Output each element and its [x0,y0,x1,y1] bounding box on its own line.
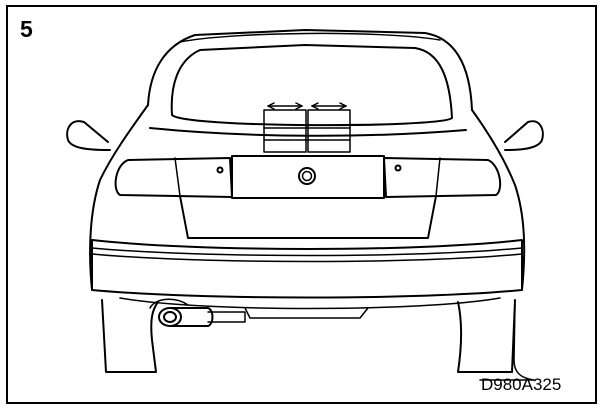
lamp-dot-right [394,164,402,172]
tail-light-right [383,157,502,198]
body-right-side [471,109,526,291]
reference-leader-line [479,304,535,381]
trunk-lock-icon [298,167,316,185]
mirror-right-icon [504,120,544,151]
step-number: 5 [20,16,33,42]
tire-right [457,299,516,373]
dimension-marks [263,102,351,153]
measure-box-right [307,109,351,153]
body-left-side [89,104,149,291]
mirror-left-icon [66,120,111,151]
measure-box-left [263,109,307,153]
rear-window [170,44,453,127]
figure-reference-code: D980A325 [481,375,562,394]
trunk-lower-panel [179,195,437,239]
underbody [119,297,501,310]
tire-left [101,299,159,373]
rear-bumper [91,239,523,299]
tail-light-left [114,157,233,198]
trunk-lid [149,127,467,137]
roof-spoiler-edge [179,32,441,43]
license-plate-panel [231,155,385,199]
lamp-dot-left [216,166,224,174]
roof-outline [147,29,473,111]
exhaust-pipe-icon [149,298,246,327]
spare-wheel-well [244,307,369,319]
